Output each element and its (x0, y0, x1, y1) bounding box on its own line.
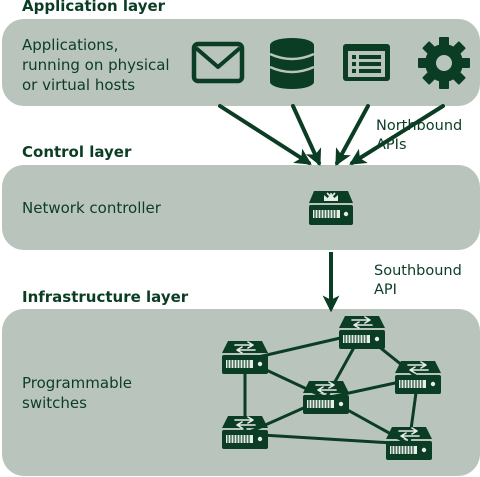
programmable-switches-label: Programmable switches (22, 374, 133, 412)
switch-icon (221, 415, 269, 450)
northbound-arrow-mail (218, 104, 312, 165)
northbound-arrow-gear (349, 104, 445, 165)
southbound-api-label: Southbound API (374, 263, 462, 298)
database-icon (269, 38, 315, 89)
controller-icon (309, 191, 353, 225)
mail-icon (191, 41, 245, 84)
gear-icon (418, 37, 470, 89)
switch-icon (385, 426, 433, 461)
switch-icon (221, 340, 269, 375)
application-layer-title: Application layer (22, 0, 166, 15)
control-layer-title: Control layer (22, 143, 132, 161)
window-list-icon (343, 44, 390, 81)
northbound-arrow-database (291, 104, 322, 167)
switch-icon (338, 315, 386, 350)
infrastructure-layer-title: Infrastructure layer (22, 288, 189, 306)
switch-icon (394, 360, 442, 395)
link (243, 432, 411, 446)
applications-description: Applications, running on physical or vir… (22, 36, 170, 94)
northbound-arrow-window (335, 104, 370, 166)
control-layer-panel (2, 165, 480, 250)
switch-icon (302, 380, 350, 415)
network-controller-label: Network controller (22, 199, 161, 217)
northbound-arrows (218, 104, 445, 167)
